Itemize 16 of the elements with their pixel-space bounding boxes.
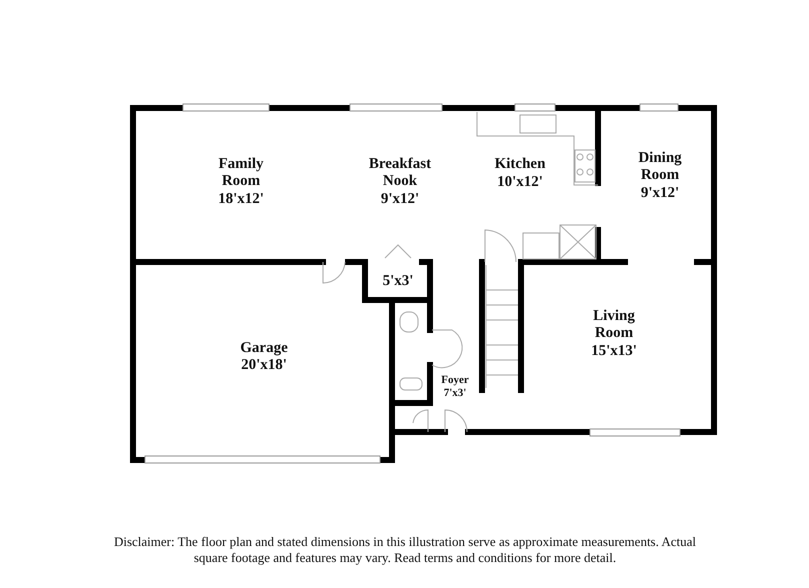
room-dimension: 7'x3' <box>444 387 466 400</box>
room-dimension: 18'x12' <box>218 191 264 208</box>
room-dimension: 5'x3' <box>382 273 414 290</box>
disclaimer-text: Disclaimer: The floor plan and stated dimensions in this illustration serve as approximate measurements. Actual square footage and features may vary. Read terms and conditions for more detail. <box>112 534 698 566</box>
room-dimension: 15'x13' <box>591 343 637 360</box>
room-name: Breakfast Nook <box>368 156 432 190</box>
room-dimension: 9'x12' <box>640 185 680 202</box>
room-name: Family Room <box>218 156 264 190</box>
room-name: Kitchen <box>494 156 546 173</box>
room-name: Garage <box>240 340 288 357</box>
room-dimension: 20'x18' <box>241 357 287 374</box>
room-name: Living Room <box>592 308 636 342</box>
room-dimension: 10'x12' <box>497 174 543 191</box>
room-name: Foyer <box>441 374 469 387</box>
room-dimension: 9'x12' <box>380 191 420 208</box>
room-name: Dining Room <box>637 150 683 184</box>
